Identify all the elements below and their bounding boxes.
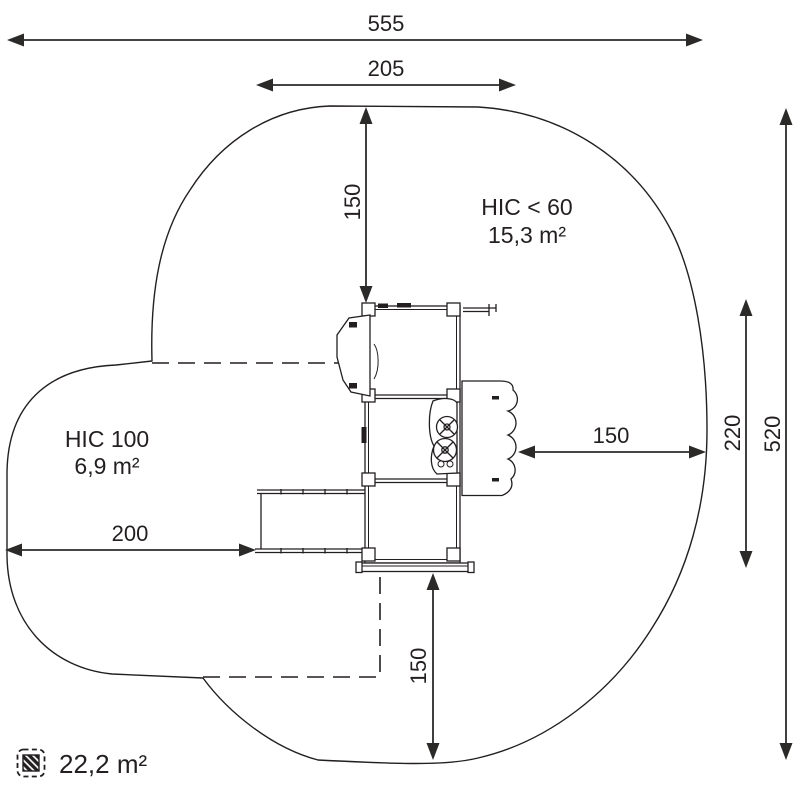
dimension-bottom-clearance-label: 150 xyxy=(406,648,431,685)
base-plate xyxy=(355,561,475,574)
safety-zone-outline xyxy=(6,105,708,765)
dimension-upper-width: 205 xyxy=(256,56,516,92)
cloud-panel xyxy=(461,380,519,497)
dimension-upper-width-label: 205 xyxy=(368,56,405,81)
ramp xyxy=(255,489,367,554)
steering-wheel-panel xyxy=(428,397,459,475)
hic100-zone-label: HIC 100 xyxy=(65,426,149,452)
dimension-total-height: 520 xyxy=(760,108,793,760)
dimension-top-clearance: 150 xyxy=(340,107,373,303)
zone-labels: HIC < 60 15,3 m² HIC 100 6,9 m² xyxy=(65,194,573,479)
dimension-total-width-label: 555 xyxy=(368,11,405,36)
hic60-zone-area: 15,3 m² xyxy=(488,222,566,248)
dimension-lines: 555 205 150 150 200 xyxy=(5,11,793,760)
dimension-equipment-span: 220 xyxy=(720,299,753,568)
dimension-right-clearance-label: 150 xyxy=(593,423,630,448)
climbing-wall xyxy=(336,314,379,397)
play-structure xyxy=(255,302,519,574)
dimension-top-clearance-label: 150 xyxy=(340,184,365,221)
hic60-zone-label: HIC < 60 xyxy=(481,194,572,220)
dimension-bottom-clearance: 150 xyxy=(406,573,440,760)
handrail xyxy=(463,304,497,316)
dimension-total-width: 555 xyxy=(7,11,703,47)
footer-legend: 22,2 m² xyxy=(16,748,147,779)
dimension-right-clearance: 150 xyxy=(518,423,706,459)
dimension-left-clearance: 200 xyxy=(5,521,256,557)
hatched-area-icon xyxy=(16,748,46,778)
hidden-zone-boundary xyxy=(152,362,381,678)
dimension-equipment-span-label: 220 xyxy=(720,415,745,452)
dimension-left-clearance-label: 200 xyxy=(112,521,149,546)
dimension-total-height-label: 520 xyxy=(760,416,785,453)
total-area-label: 22,2 m² xyxy=(59,749,147,779)
hic100-zone-area: 6,9 m² xyxy=(74,453,140,479)
